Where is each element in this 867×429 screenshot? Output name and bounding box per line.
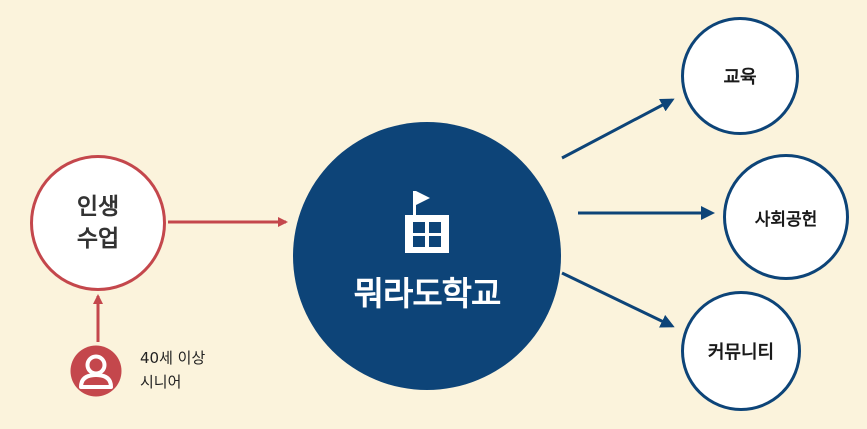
life-class-node: 인생 수업 — [30, 155, 166, 291]
school-building-icon — [405, 191, 449, 253]
school-name: 뭐라도학교 — [353, 274, 502, 313]
senior-label: 40세 이상 시니어 — [140, 346, 205, 394]
community-node: 커뮤니티 — [681, 291, 801, 411]
school-node: 뭐라도학교 — [293, 122, 561, 390]
senior-line1: 40세 이상 — [140, 349, 206, 367]
social-contribution-node: 사회공헌 — [723, 154, 849, 280]
community-label: 커뮤니티 — [707, 342, 775, 363]
life-class-line1: 인생 — [76, 194, 120, 220]
flag-icon — [416, 191, 430, 205]
education-label: 교육 — [723, 67, 757, 88]
person-icon — [70, 345, 122, 397]
arrow-school-to-education — [561, 98, 675, 160]
social-label: 사회공헌 — [754, 209, 818, 230]
life-class-line2: 수업 — [76, 226, 120, 252]
senior-line2: 시니어 — [140, 373, 182, 391]
arrow-school-to-community — [561, 271, 675, 328]
education-node: 교육 — [681, 17, 799, 135]
